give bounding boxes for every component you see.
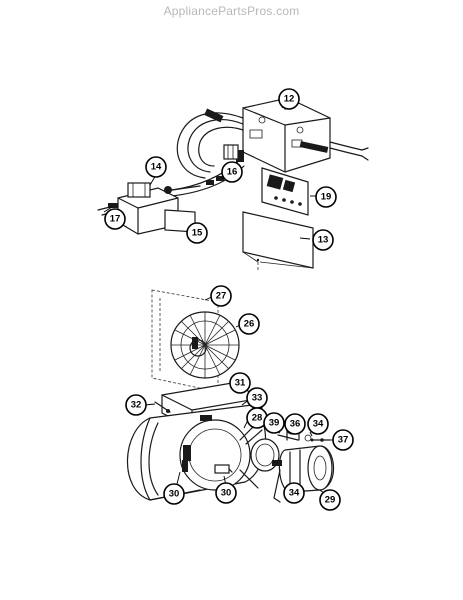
power-cord bbox=[299, 141, 369, 161]
blower-assembly bbox=[126, 289, 335, 503]
callout-17-label: 17 bbox=[110, 214, 121, 225]
callout-29-label: 29 bbox=[325, 495, 336, 506]
callout-33-label: 33 bbox=[252, 393, 263, 404]
terminal-connector bbox=[223, 144, 239, 160]
blower-housing bbox=[126, 404, 267, 501]
callout-37-label: 37 bbox=[338, 435, 349, 446]
callout-39-label: 39 bbox=[269, 418, 280, 429]
callout-34-lower: 34 bbox=[283, 482, 305, 504]
housing-brackets bbox=[182, 460, 233, 474]
callout-34-upper: 34 bbox=[307, 413, 329, 437]
transformer-bracket bbox=[117, 182, 201, 235]
callout-19-label: 19 bbox=[321, 192, 332, 203]
callout-29: 29 bbox=[319, 489, 341, 511]
screws bbox=[310, 438, 331, 442]
control-board bbox=[261, 167, 309, 216]
callout-30-right-label: 30 bbox=[221, 488, 232, 499]
callout-17: 17 bbox=[103, 206, 126, 230]
callout-30-left-label: 30 bbox=[169, 489, 180, 500]
callout-26-label: 26 bbox=[244, 319, 255, 330]
callout-37: 37 bbox=[330, 429, 354, 451]
callout-13-label: 13 bbox=[318, 235, 329, 246]
callout-30-right: 30 bbox=[215, 475, 237, 504]
callout-39: 39 bbox=[263, 412, 285, 434]
callout-16: 16 bbox=[221, 161, 243, 183]
callout-30-left: 30 bbox=[163, 471, 185, 505]
blower-wheel bbox=[170, 311, 240, 379]
callout-31-label: 31 bbox=[235, 378, 246, 389]
callout-15-label: 15 bbox=[192, 228, 203, 239]
callout-28-label: 28 bbox=[252, 413, 263, 424]
callout-34-upper-label: 34 bbox=[313, 419, 324, 430]
callout-27: 27 bbox=[204, 285, 232, 307]
callout-26: 26 bbox=[235, 313, 260, 335]
mounting-panel bbox=[242, 211, 314, 272]
callout-14-label: 14 bbox=[151, 162, 162, 173]
callout-15: 15 bbox=[186, 222, 208, 244]
callout-36-label: 36 bbox=[290, 419, 301, 430]
callout-32: 32 bbox=[125, 394, 156, 416]
control-box-assembly bbox=[97, 97, 369, 272]
callout-31: 31 bbox=[229, 372, 251, 394]
callout-32-label: 32 bbox=[131, 400, 142, 411]
housing-screw bbox=[154, 401, 171, 413]
callout-12: 12 bbox=[278, 88, 300, 110]
callout-36: 36 bbox=[284, 413, 306, 435]
callouts: 12 14 16 19 17 15 13 bbox=[103, 88, 354, 511]
callout-12-label: 12 bbox=[284, 94, 295, 105]
callout-13: 13 bbox=[299, 229, 334, 251]
callout-16-label: 16 bbox=[227, 167, 238, 178]
callout-34-lower-label: 34 bbox=[289, 488, 300, 499]
watermark-text: AppliancePartsPros.com bbox=[163, 4, 300, 18]
callout-27-label: 27 bbox=[216, 291, 227, 302]
callout-19: 19 bbox=[310, 186, 337, 208]
callout-14: 14 bbox=[145, 156, 167, 186]
callout-33: 33 bbox=[241, 387, 268, 409]
